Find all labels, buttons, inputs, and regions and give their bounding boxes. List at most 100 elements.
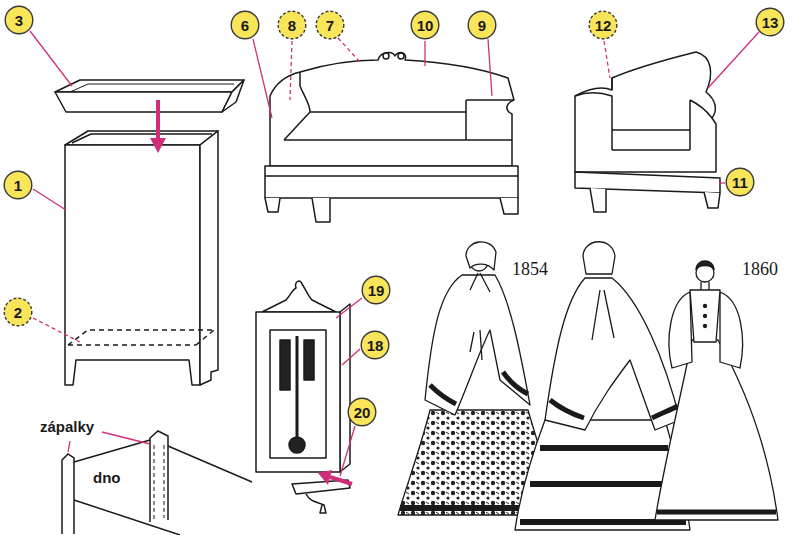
callout-text: 13 — [762, 15, 779, 30]
part-label: dno — [93, 470, 121, 487]
callout-number: 2 — [3, 297, 33, 327]
sofa-drawing — [312, 198, 330, 222]
sofa-drawing — [265, 166, 518, 198]
callout-text: 3 — [15, 13, 23, 28]
callout-number: 13 — [755, 7, 785, 37]
callout-circle — [278, 11, 306, 39]
callout-text: 18 — [367, 338, 384, 353]
callout-number: 18 — [360, 330, 390, 360]
wardrobe-drawing — [68, 330, 214, 345]
callout-circle — [726, 168, 754, 196]
wardrobe-drawing — [65, 131, 218, 145]
callout-text: 19 — [368, 283, 385, 298]
callout-number: 12 — [588, 10, 618, 40]
lady-figure — [704, 305, 707, 308]
leader-line — [68, 441, 70, 452]
armchair-drawing — [704, 192, 720, 208]
leader-line — [253, 39, 272, 118]
lid-drawing — [70, 84, 234, 92]
callout-number: 20 — [347, 397, 377, 427]
clock-drawing — [256, 312, 340, 472]
callout-circle — [468, 11, 496, 39]
callout-text: 9 — [478, 18, 486, 33]
lady-figure — [470, 330, 482, 360]
clock-shelf — [306, 494, 326, 513]
lady-figure — [550, 400, 678, 418]
lady-figure — [592, 290, 614, 340]
armchair-drawing — [575, 52, 716, 172]
callout-circle — [231, 11, 259, 39]
matches-detail — [62, 431, 252, 535]
leader-line — [488, 39, 492, 96]
sofa-drawing — [284, 72, 514, 140]
callout-circle — [5, 6, 33, 34]
lid-drawing — [55, 80, 244, 112]
sofa-drawing — [265, 53, 518, 222]
callout-circle — [589, 11, 617, 39]
clock-drawing — [289, 437, 305, 453]
lady-figure — [583, 242, 615, 274]
lady-figure — [704, 315, 707, 318]
callout-circle — [362, 276, 390, 304]
armchair-drawing — [575, 78, 712, 150]
sofa-drawing — [265, 175, 518, 177]
callout-circle — [4, 298, 32, 326]
part-label: zápalky — [40, 419, 94, 436]
callout-number: 9 — [467, 10, 497, 40]
leader-line — [708, 32, 759, 88]
leader-line — [336, 298, 362, 318]
lady-figure — [690, 290, 720, 342]
lady-figure — [669, 292, 692, 368]
matches-detail — [168, 446, 252, 482]
year-label: 1854 — [512, 260, 548, 280]
leader-line — [338, 38, 360, 62]
callout-text: 11 — [732, 175, 748, 190]
callout-circle — [756, 8, 784, 36]
leader-line — [30, 31, 72, 86]
leader-line — [30, 31, 759, 476]
lady-figure — [704, 325, 707, 328]
leader-line — [342, 349, 360, 365]
lady-figure — [425, 275, 530, 415]
callout-text: 20 — [354, 405, 371, 420]
callout-text: 1 — [14, 178, 22, 193]
callout-text: 8 — [288, 18, 296, 33]
wardrobe-drawing — [65, 131, 218, 385]
callout-circle — [348, 398, 376, 426]
wardrobe-drawing — [200, 131, 218, 385]
lady-figure — [701, 282, 709, 290]
sofa-drawing — [383, 53, 389, 59]
callout-text: 7 — [326, 18, 334, 33]
leader-line — [604, 41, 610, 78]
clock-drawing — [304, 340, 314, 380]
assembly-arrow — [156, 100, 160, 140]
armchair-drawing — [575, 52, 720, 212]
lady-figure — [466, 242, 496, 270]
sofa-drawing — [398, 53, 404, 59]
assembly-arrow — [318, 470, 352, 485]
matches-detail — [74, 440, 150, 462]
leader-line — [33, 318, 80, 342]
lady-figure — [696, 261, 714, 270]
leader-line — [102, 432, 150, 444]
callout-text: 6 — [241, 18, 249, 33]
clock-drawing — [262, 281, 336, 312]
matches-detail — [150, 431, 168, 522]
lady-figure — [470, 273, 490, 292]
wardrobe-drawing — [72, 134, 212, 143]
sofa-drawing — [265, 198, 280, 212]
clock-drawing — [270, 330, 326, 458]
lid-drawing — [222, 80, 244, 112]
sofa-drawing — [270, 53, 514, 166]
sofa-drawing — [500, 198, 518, 214]
callout-text: 10 — [417, 18, 434, 33]
lid-drawing — [55, 80, 244, 92]
callout-number: 11 — [725, 167, 755, 197]
leader-line — [424, 41, 425, 66]
callout-number: 1 — [3, 170, 33, 200]
callout-circle — [411, 11, 439, 39]
lady-figure — [655, 261, 778, 520]
wardrobe-drawing — [65, 145, 200, 385]
